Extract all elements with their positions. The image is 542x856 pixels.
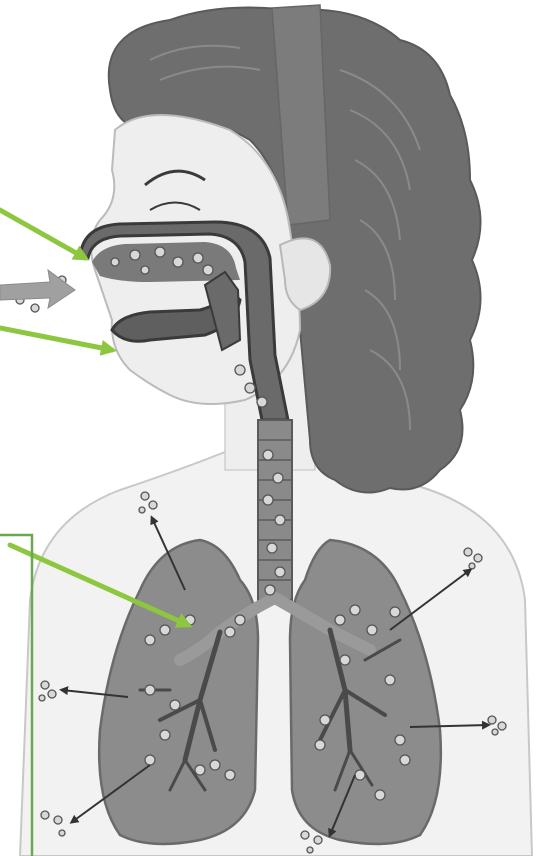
mouth-pointer-arrow bbox=[0, 328, 112, 350]
nose-pointer-arrow bbox=[0, 210, 85, 258]
